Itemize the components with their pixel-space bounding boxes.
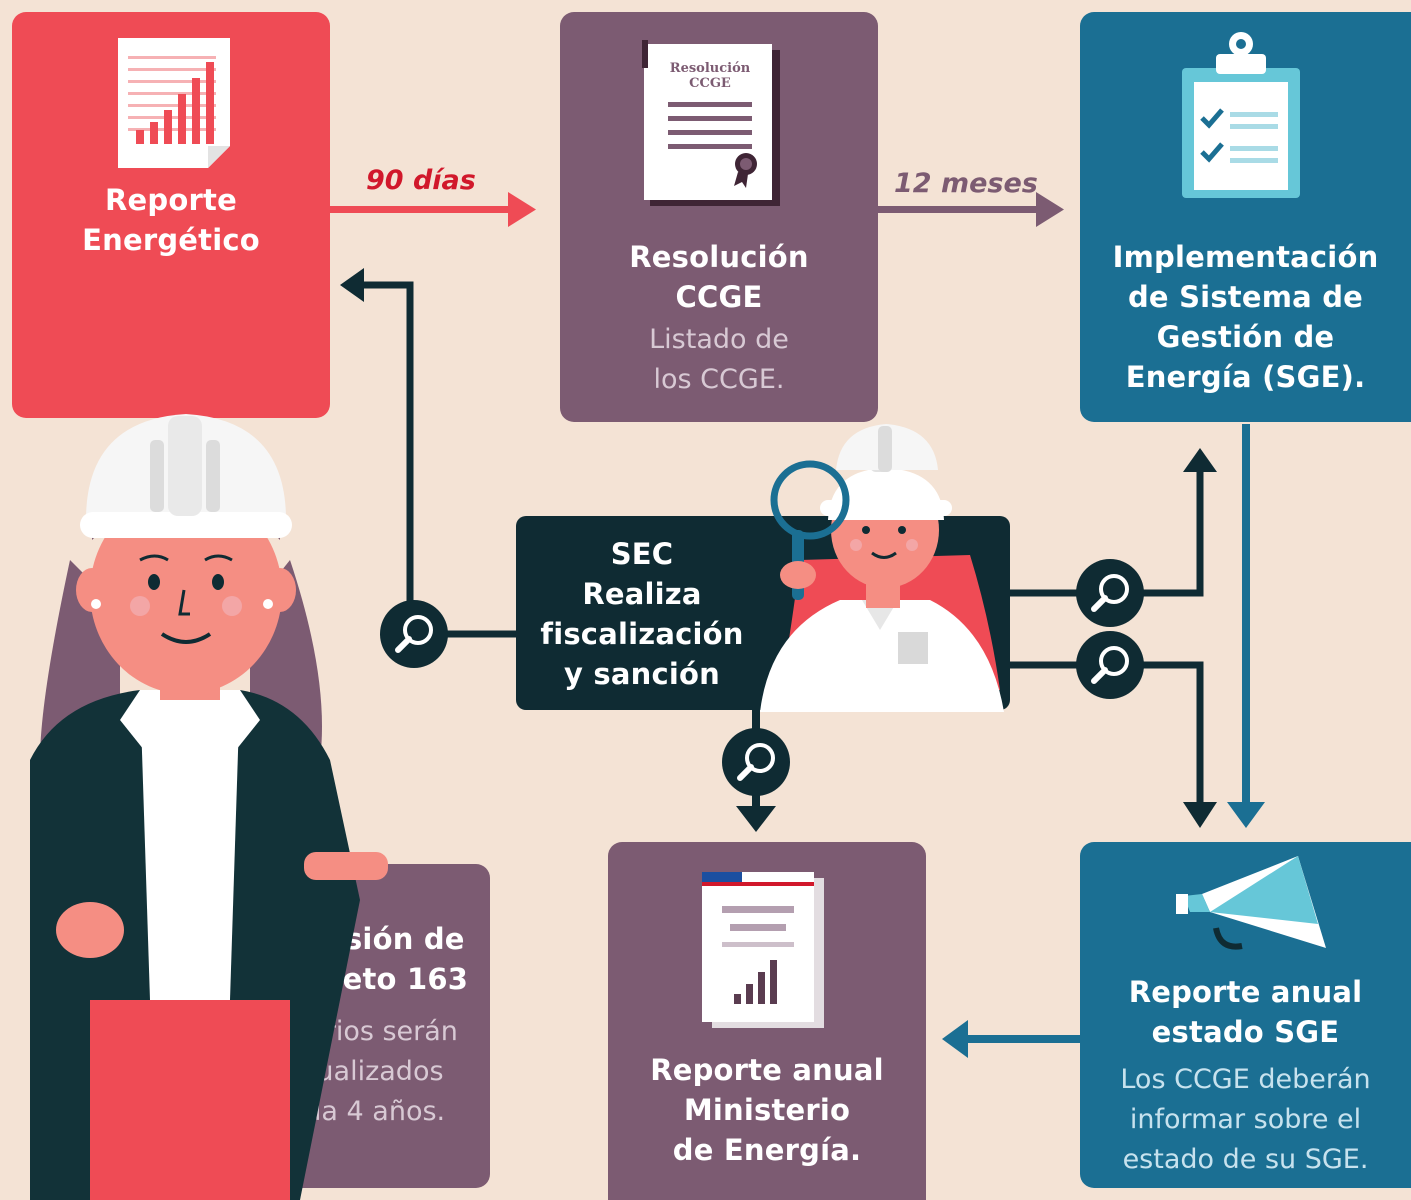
resolucion-title-1: Resolución: [629, 240, 809, 274]
sec-line-3: fiscalización: [540, 617, 744, 651]
arrow-sec-to-implementacion: [1010, 448, 1217, 597]
sec-line-2: Realiza: [582, 577, 702, 611]
implementacion-sge-box: Implementación de Sistema de Gestión de …: [1080, 12, 1411, 422]
reporte-sge-box: Reporte anual estado SGE Los CCGE deberá…: [1080, 842, 1411, 1188]
reporte-sge-sub-2: informar sobre el: [1129, 1104, 1362, 1135]
implementacion-line-2: de Sistema de: [1127, 280, 1364, 314]
implementacion-line-3: Gestión de: [1156, 320, 1335, 354]
resolucion-ccge-box: Resolución CCGE Resolución CCGE Listado …: [560, 12, 878, 422]
bar-chart-document-icon: [118, 38, 230, 168]
report-document-icon: [702, 872, 824, 1028]
magnifier-icon: [380, 600, 448, 668]
magnifier-icon: [1076, 631, 1144, 699]
resolution-doc-title-1: Resolución: [670, 61, 751, 76]
reporte-energetico-box: Reporte Energético: [12, 12, 330, 418]
resolution-doc-title-2: CCGE: [689, 76, 731, 91]
magnifier-icon: [1076, 559, 1144, 627]
reporte-energetico-title-1: Reporte: [105, 183, 237, 217]
reporte-ministerio-box: Reporte anual Ministerio de Energía.: [608, 842, 926, 1200]
arrow-reporte-sge-to-ministerio: [942, 1020, 1080, 1058]
reporte-energetico-title-2: Energético: [82, 223, 260, 257]
sec-line-4: y sanción: [564, 657, 720, 691]
arrow-90-dias: [330, 192, 536, 227]
magnifier-icon: [722, 728, 790, 796]
implementacion-line-4: Energía (SGE).: [1125, 360, 1366, 394]
reporte-sge-sub-3: estado de su SGE.: [1122, 1144, 1369, 1175]
reporte-sge-sub-1: Los CCGE deberán: [1120, 1064, 1371, 1095]
resolucion-title-2: CCGE: [675, 280, 763, 314]
arrow-90-dias-label: 90 días: [366, 165, 476, 196]
reporte-ministerio-line-1: Reporte anual: [650, 1053, 884, 1087]
arrow-sec-to-reporte: [340, 268, 516, 638]
resolucion-sub-1: Listado de: [649, 324, 789, 355]
megaphone-icon: [1176, 856, 1326, 950]
sec-line-1: SEC: [610, 537, 674, 571]
implementacion-line-1: Implementación: [1112, 240, 1379, 274]
clipboard-checklist-icon: [1182, 32, 1300, 198]
arrow-12-meses-label: 12 meses: [894, 168, 1038, 199]
reporte-ministerio-line-2: Ministerio: [683, 1093, 851, 1127]
arrow-12-meses: [878, 192, 1064, 227]
resolucion-sub-2: los CCGE.: [653, 364, 785, 395]
arrow-sec-to-reporte-sge: [1010, 661, 1217, 828]
reporte-sge-title-2: estado SGE: [1151, 1015, 1340, 1049]
reporte-ministerio-line-3: de Energía.: [672, 1133, 862, 1167]
resolution-certificate-icon: Resolución CCGE: [642, 40, 780, 206]
arrow-implementacion-to-reporte-sge: [1227, 424, 1265, 828]
reporte-sge-title-1: Reporte anual: [1128, 975, 1363, 1009]
